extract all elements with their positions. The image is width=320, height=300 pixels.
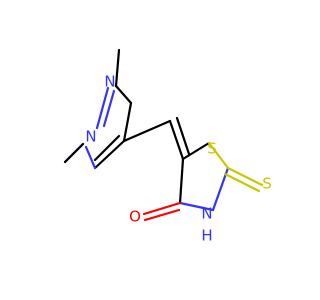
bond-n2-c3 bbox=[114, 84, 133, 105]
bond-c4-c5-double bbox=[93, 134, 121, 162]
bond-n1-n2 bbox=[95, 86, 110, 130]
atom-s-thione: S bbox=[262, 175, 272, 193]
bond-c5-n1 bbox=[84, 145, 97, 170]
molecule-canvas: N N S S O N H bbox=[63, 48, 272, 245]
bond-thione-1 bbox=[226, 166, 264, 187]
bond-ch-c5thz bbox=[168, 119, 185, 161]
bond-c5-s1 bbox=[181, 141, 211, 161]
bond-s1-c2 bbox=[207, 141, 230, 170]
bond-carbonyl-1 bbox=[142, 201, 182, 216]
atom-n-h: N bbox=[201, 205, 212, 223]
atom-h: H bbox=[201, 227, 212, 245]
atom-n2: N bbox=[104, 73, 115, 91]
atom-o-carbonyl: O bbox=[129, 208, 141, 226]
atom-s-ring: S bbox=[207, 140, 217, 158]
bond-c4-c5 bbox=[93, 139, 126, 170]
bond-c4-ch bbox=[122, 119, 172, 143]
bond-c3-c4 bbox=[122, 101, 133, 143]
atom-n1: N bbox=[85, 128, 96, 146]
bond-thione-2 bbox=[223, 172, 261, 193]
bond-carbonyl-2 bbox=[143, 208, 181, 222]
bond-ch-c5thz-double bbox=[175, 116, 191, 156]
bond-c3-methyl bbox=[114, 48, 121, 88]
bond-n3-c4 bbox=[178, 201, 215, 212]
molecule-diagram: N N S S O N H bbox=[63, 48, 272, 245]
bond-n1-n2-double bbox=[102, 89, 116, 128]
bond-methyl-n1-carbon bbox=[63, 142, 85, 164]
bond-c4-c5 bbox=[178, 157, 185, 205]
